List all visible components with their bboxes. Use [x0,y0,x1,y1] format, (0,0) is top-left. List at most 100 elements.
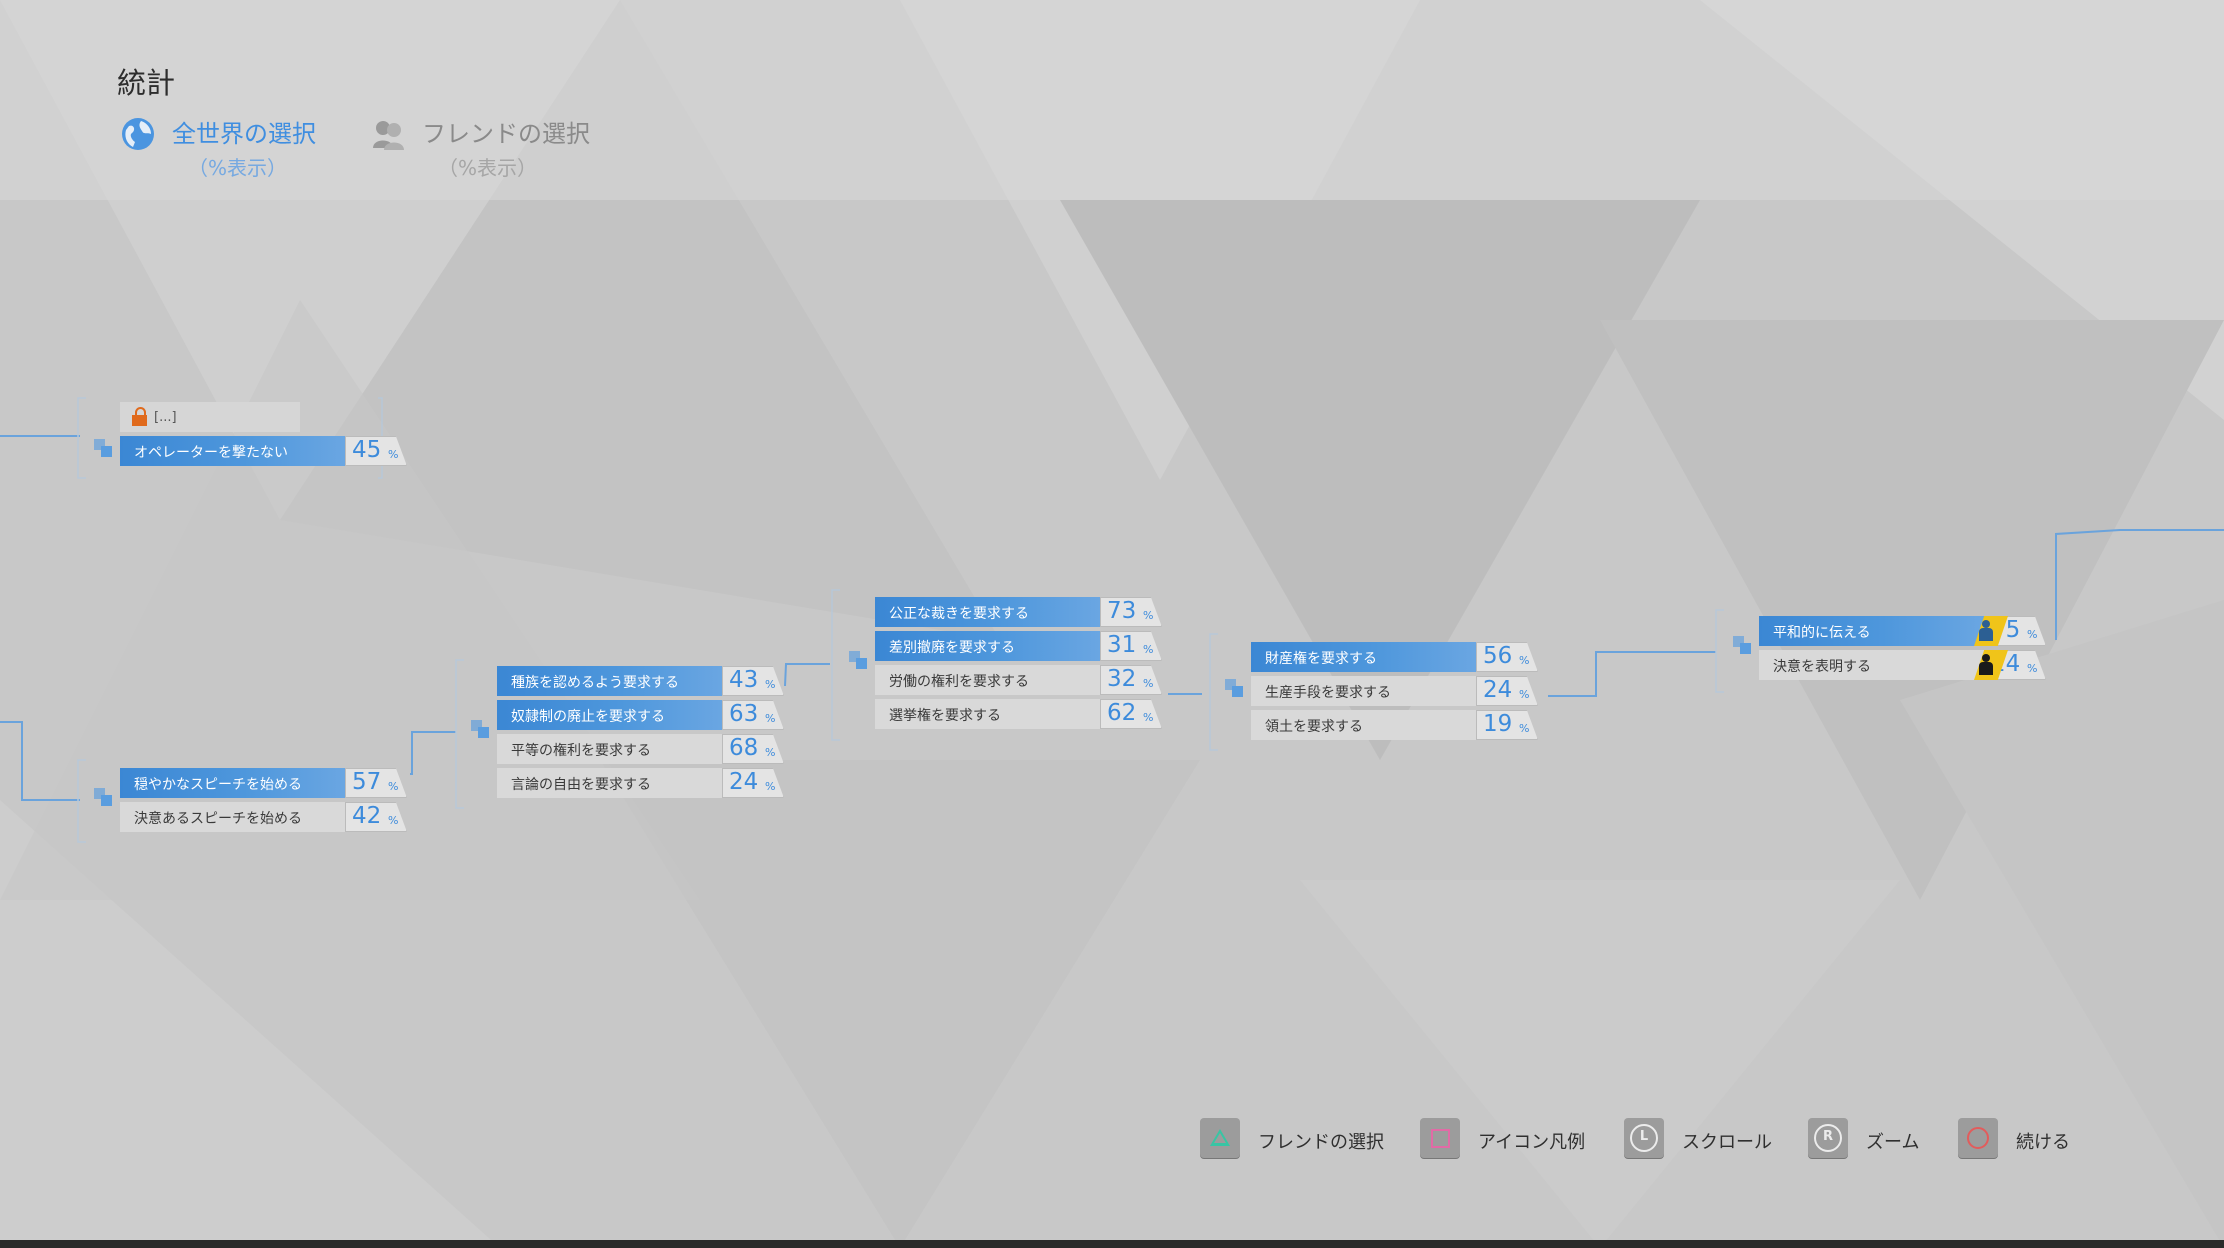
choice-row[interactable]: 労働の権利を要求する 32% [875,665,1175,695]
stats-header: 統計 全世界の選択 （%表示） フレンドの選択 （%表示） [0,0,2224,200]
choice-percent: 42 [352,803,382,829]
square-button-icon [1420,1118,1460,1158]
branch-node-icon [1225,679,1245,699]
percent-box [1476,642,1538,672]
choice-percent: 63 [729,701,759,727]
choice-row[interactable]: 種族を認めるよう要求する 43% [497,666,797,696]
percent-unit: % [1143,609,1154,622]
branch-node-icon [471,720,491,740]
choice-bar [1251,642,1476,672]
globe-icon [122,118,154,150]
percent-box [345,436,407,466]
percent-box [345,768,407,798]
choice-percent: 19 [1483,711,1513,737]
branch-node-icon [1733,636,1753,656]
tab-global-label: 全世界の選択 [172,120,316,148]
choice-label: 種族を認めるよう要求する [511,675,679,691]
locked-choice-row[interactable]: [...] [120,402,420,432]
left-stick-icon: L [1624,1118,1664,1158]
choice-label: 生産手段を要求する [1265,685,1391,701]
percent-box [722,768,784,798]
player-icon [1977,620,1995,642]
branch-node-icon [94,439,114,459]
choice-bar [497,734,722,764]
choice-percent: 24 [729,769,759,795]
choice-bar [497,768,722,798]
percent-unit: % [1519,688,1530,701]
circle-button-icon [1958,1118,1998,1158]
choice-label: 決意あるスピーチを始める [134,811,302,827]
triangle-button-icon [1200,1118,1240,1158]
choice-label: 領土を要求する [1265,719,1363,735]
percent-unit: % [1519,722,1530,735]
choice-bar [1759,650,1984,680]
choice-bar [1759,616,1984,646]
choice-label: 公正な裁きを要求する [889,606,1029,622]
percent-unit: % [1143,677,1154,690]
percent-box [345,802,407,832]
percent-box [1476,710,1538,740]
choice-bar [875,597,1100,627]
branch-node-icon [849,651,869,671]
percent-box [1100,597,1162,627]
choice-label: オペレーターを撃たない [134,445,288,461]
tab-global-sub: （%表示） [188,156,288,180]
percent-unit: % [2027,662,2038,675]
percent-box [1100,699,1162,729]
percent-unit: % [765,678,776,691]
choice-bar [875,665,1100,695]
right-stick-icon: R [1808,1118,1848,1158]
percent-box [722,666,784,696]
choice-percent: 24 [1483,677,1513,703]
percent-unit: % [2027,628,2038,641]
prompt-label: アイコン凡例 [1478,1132,1586,1153]
choice-percent: 45 [352,437,382,463]
percent-unit: % [1143,711,1154,724]
prompt-label: スクロール [1682,1132,1772,1153]
tab-friend-sub: （%表示） [438,156,538,180]
choice-bar [1251,676,1476,706]
choice-percent: 43 [729,667,759,693]
choice-label: 決意を表明する [1773,659,1871,675]
percent-box [1476,676,1538,706]
percent-unit: % [765,746,776,759]
prompt-label: ズーム [1866,1132,1920,1153]
choice-percent: 57 [352,769,382,795]
lock-icon [132,407,147,426]
choice-percent: 62 [1107,700,1137,726]
percent-unit: % [765,780,776,793]
choice-row[interactable]: 生産手段を要求する 24% [1251,676,1551,706]
choice-bar [1251,710,1476,740]
percent-box [722,700,784,730]
percent-box [1100,631,1162,661]
choice-bar [120,802,345,832]
percent-unit: % [1519,654,1530,667]
locked-choice-label: [...] [154,410,177,425]
choice-label: 平等の権利を要求する [511,743,651,759]
choice-label: 差別撤廃を要求する [889,640,1015,656]
choice-percent: 31 [1107,632,1137,658]
choice-row[interactable]: 領土を要求する 19% [1251,710,1551,740]
choice-label: 労働の権利を要求する [889,674,1029,690]
percent-unit: % [388,780,399,793]
choice-label: 奴隷制の廃止を要求する [511,709,665,725]
percent-box [722,734,784,764]
choice-percent: 32 [1107,666,1137,692]
